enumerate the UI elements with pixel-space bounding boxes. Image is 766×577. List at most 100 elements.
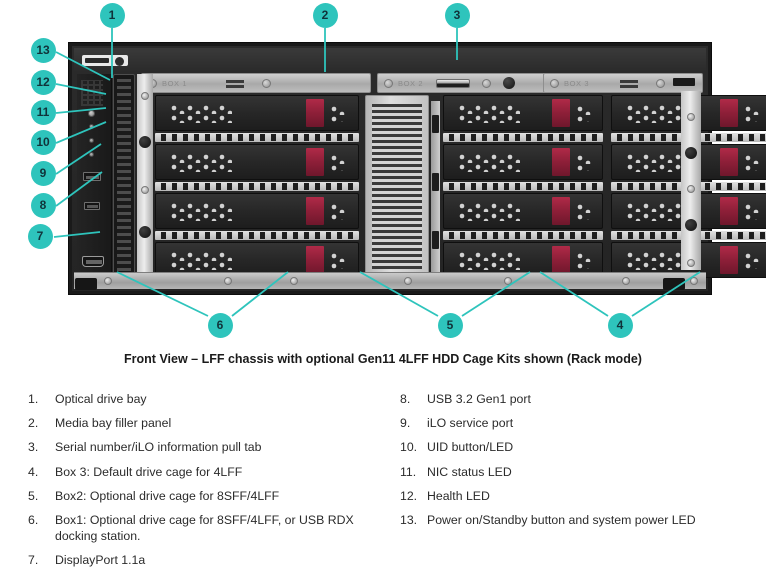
legend-number: 1.: [28, 392, 39, 406]
legend-number: 2.: [28, 416, 39, 431]
box3-label: BOX 3: [564, 79, 590, 88]
callout-3[interactable]: 3: [444, 2, 470, 28]
drive-vent-small: [744, 154, 761, 171]
legend-label: Power on/Standby button and system power…: [427, 513, 696, 528]
io-vent: [81, 80, 103, 106]
optical-bay-mesh: [117, 79, 131, 271]
callout-6[interactable]: 6: [207, 312, 233, 338]
footer-hole: [690, 277, 698, 285]
legend-item: 12. Health LED: [400, 489, 760, 505]
callout-12[interactable]: 12: [30, 69, 56, 95]
legend-item: 13. Power on/Standby button and system p…: [400, 513, 760, 529]
drive-divider: [155, 133, 359, 142]
legend-label: Box1: Optional drive cage for 8SFF/4LFF,…: [55, 513, 354, 543]
callout-8[interactable]: 8: [30, 192, 56, 218]
drive-latch-handle[interactable]: [306, 99, 324, 127]
rail-hole: [141, 186, 149, 194]
callout-10[interactable]: 10: [30, 129, 56, 155]
legend-label: Optical drive bay: [55, 392, 147, 406]
drive-carrier[interactable]: [155, 95, 359, 131]
box2-label: BOX 2: [398, 79, 424, 88]
drive-latch-handle[interactable]: [306, 148, 324, 176]
rail-big-hole: [139, 136, 151, 148]
cage-header-box3: BOX 3: [543, 73, 703, 93]
legend-number: 11.: [400, 464, 417, 479]
footer-hole: [224, 277, 232, 285]
legend-number: 3.: [28, 440, 39, 455]
drive-carrier[interactable]: [155, 144, 359, 180]
latch: [432, 173, 439, 191]
callout-4[interactable]: 4: [607, 312, 633, 338]
latch: [432, 115, 439, 133]
callout-11[interactable]: 11: [30, 99, 56, 125]
screw-icon: [262, 79, 271, 88]
drive-latch-handle[interactable]: [720, 197, 738, 225]
drive-latch-handle[interactable]: [552, 148, 570, 176]
power-standby-button[interactable]: [88, 110, 95, 117]
uid-button-led[interactable]: [89, 152, 94, 157]
legend-label: USB 3.2 Gen1 port: [427, 392, 531, 406]
legend-item: 5. Box2: Optional drive cage for 8SFF/4L…: [28, 489, 398, 505]
legend-number: 6.: [28, 513, 39, 528]
callout-2[interactable]: 2: [312, 2, 338, 28]
legend-item: 4. Box 3: Default drive cage for 4LFF: [28, 465, 398, 481]
legend-label: Media bay filler panel: [55, 416, 172, 431]
drive-divider: [155, 182, 359, 191]
filler-vent-grille: [372, 104, 422, 269]
callout-13[interactable]: 13: [30, 37, 56, 63]
drive-vent-small: [576, 154, 593, 171]
drive-latch-handle[interactable]: [306, 246, 324, 274]
footer-hole: [404, 277, 412, 285]
rail-hole: [687, 259, 695, 267]
callout-9[interactable]: 9: [30, 160, 56, 186]
drive-divider: [443, 133, 603, 142]
legend-item: 11. NIC status LED: [400, 465, 760, 481]
left-chassis-rail: [137, 74, 153, 282]
drive-latch-handle[interactable]: [720, 148, 738, 176]
legend-number: 8.: [400, 392, 411, 406]
drive-carrier[interactable]: [155, 193, 359, 229]
callout-7[interactable]: 7: [27, 223, 53, 249]
displayport-connector[interactable]: [82, 256, 104, 267]
drive-latch-handle[interactable]: [720, 246, 738, 274]
footer-hole: [290, 277, 298, 285]
drive-latch-handle[interactable]: [552, 197, 570, 225]
legend-label: UID button/LED: [427, 440, 514, 455]
drive-latch-handle[interactable]: [552, 99, 570, 127]
rail-big-hole: [139, 226, 151, 238]
serial-number-pull-tab[interactable]: [436, 79, 470, 88]
drive-latch-handle[interactable]: [720, 99, 738, 127]
legend-label: iLO service port: [427, 416, 514, 431]
legend-label: NIC status LED: [427, 464, 512, 479]
drive-carrier[interactable]: [443, 144, 603, 180]
nic-status-led: [89, 138, 94, 143]
screw-icon: [656, 79, 665, 88]
optical-drive-bay[interactable]: [113, 74, 135, 276]
top-io-slot: [85, 58, 109, 63]
screw-icon: [550, 79, 559, 88]
drive-vent-small: [330, 154, 347, 171]
cage-header-box1: BOX 1: [141, 73, 371, 93]
ilo-service-port[interactable]: [84, 202, 100, 210]
footer-block: [75, 278, 97, 290]
drive-carrier[interactable]: [443, 193, 603, 229]
rail-hole: [141, 92, 149, 100]
legend-number: 5.: [28, 488, 39, 503]
drive-carrier[interactable]: [443, 95, 603, 131]
drive-vent: [626, 251, 688, 270]
legend-item: 9. iLO service port: [400, 416, 760, 432]
screw-icon: [482, 79, 491, 88]
legend-column-right: 8. USB 3.2 Gen1 port 9. iLO service port…: [400, 392, 760, 537]
top-io-knob: [115, 57, 124, 66]
drive-divider: [443, 182, 603, 191]
top-io-plate: [82, 55, 128, 66]
server-front-view-figure: BOX 1 BOX 2 BOX 3: [27, 2, 766, 338]
legend-number: 10.: [400, 440, 418, 455]
callout-5[interactable]: 5: [437, 312, 463, 338]
drive-latch-handle[interactable]: [552, 246, 570, 274]
drive-latch-handle[interactable]: [306, 197, 324, 225]
drive-vent: [458, 202, 520, 221]
callout-1[interactable]: 1: [99, 2, 125, 28]
legend-column-left: 1. Optical drive bay 2. Media bay filler…: [28, 392, 398, 577]
legend-item: 10. UID button/LED: [400, 440, 760, 456]
